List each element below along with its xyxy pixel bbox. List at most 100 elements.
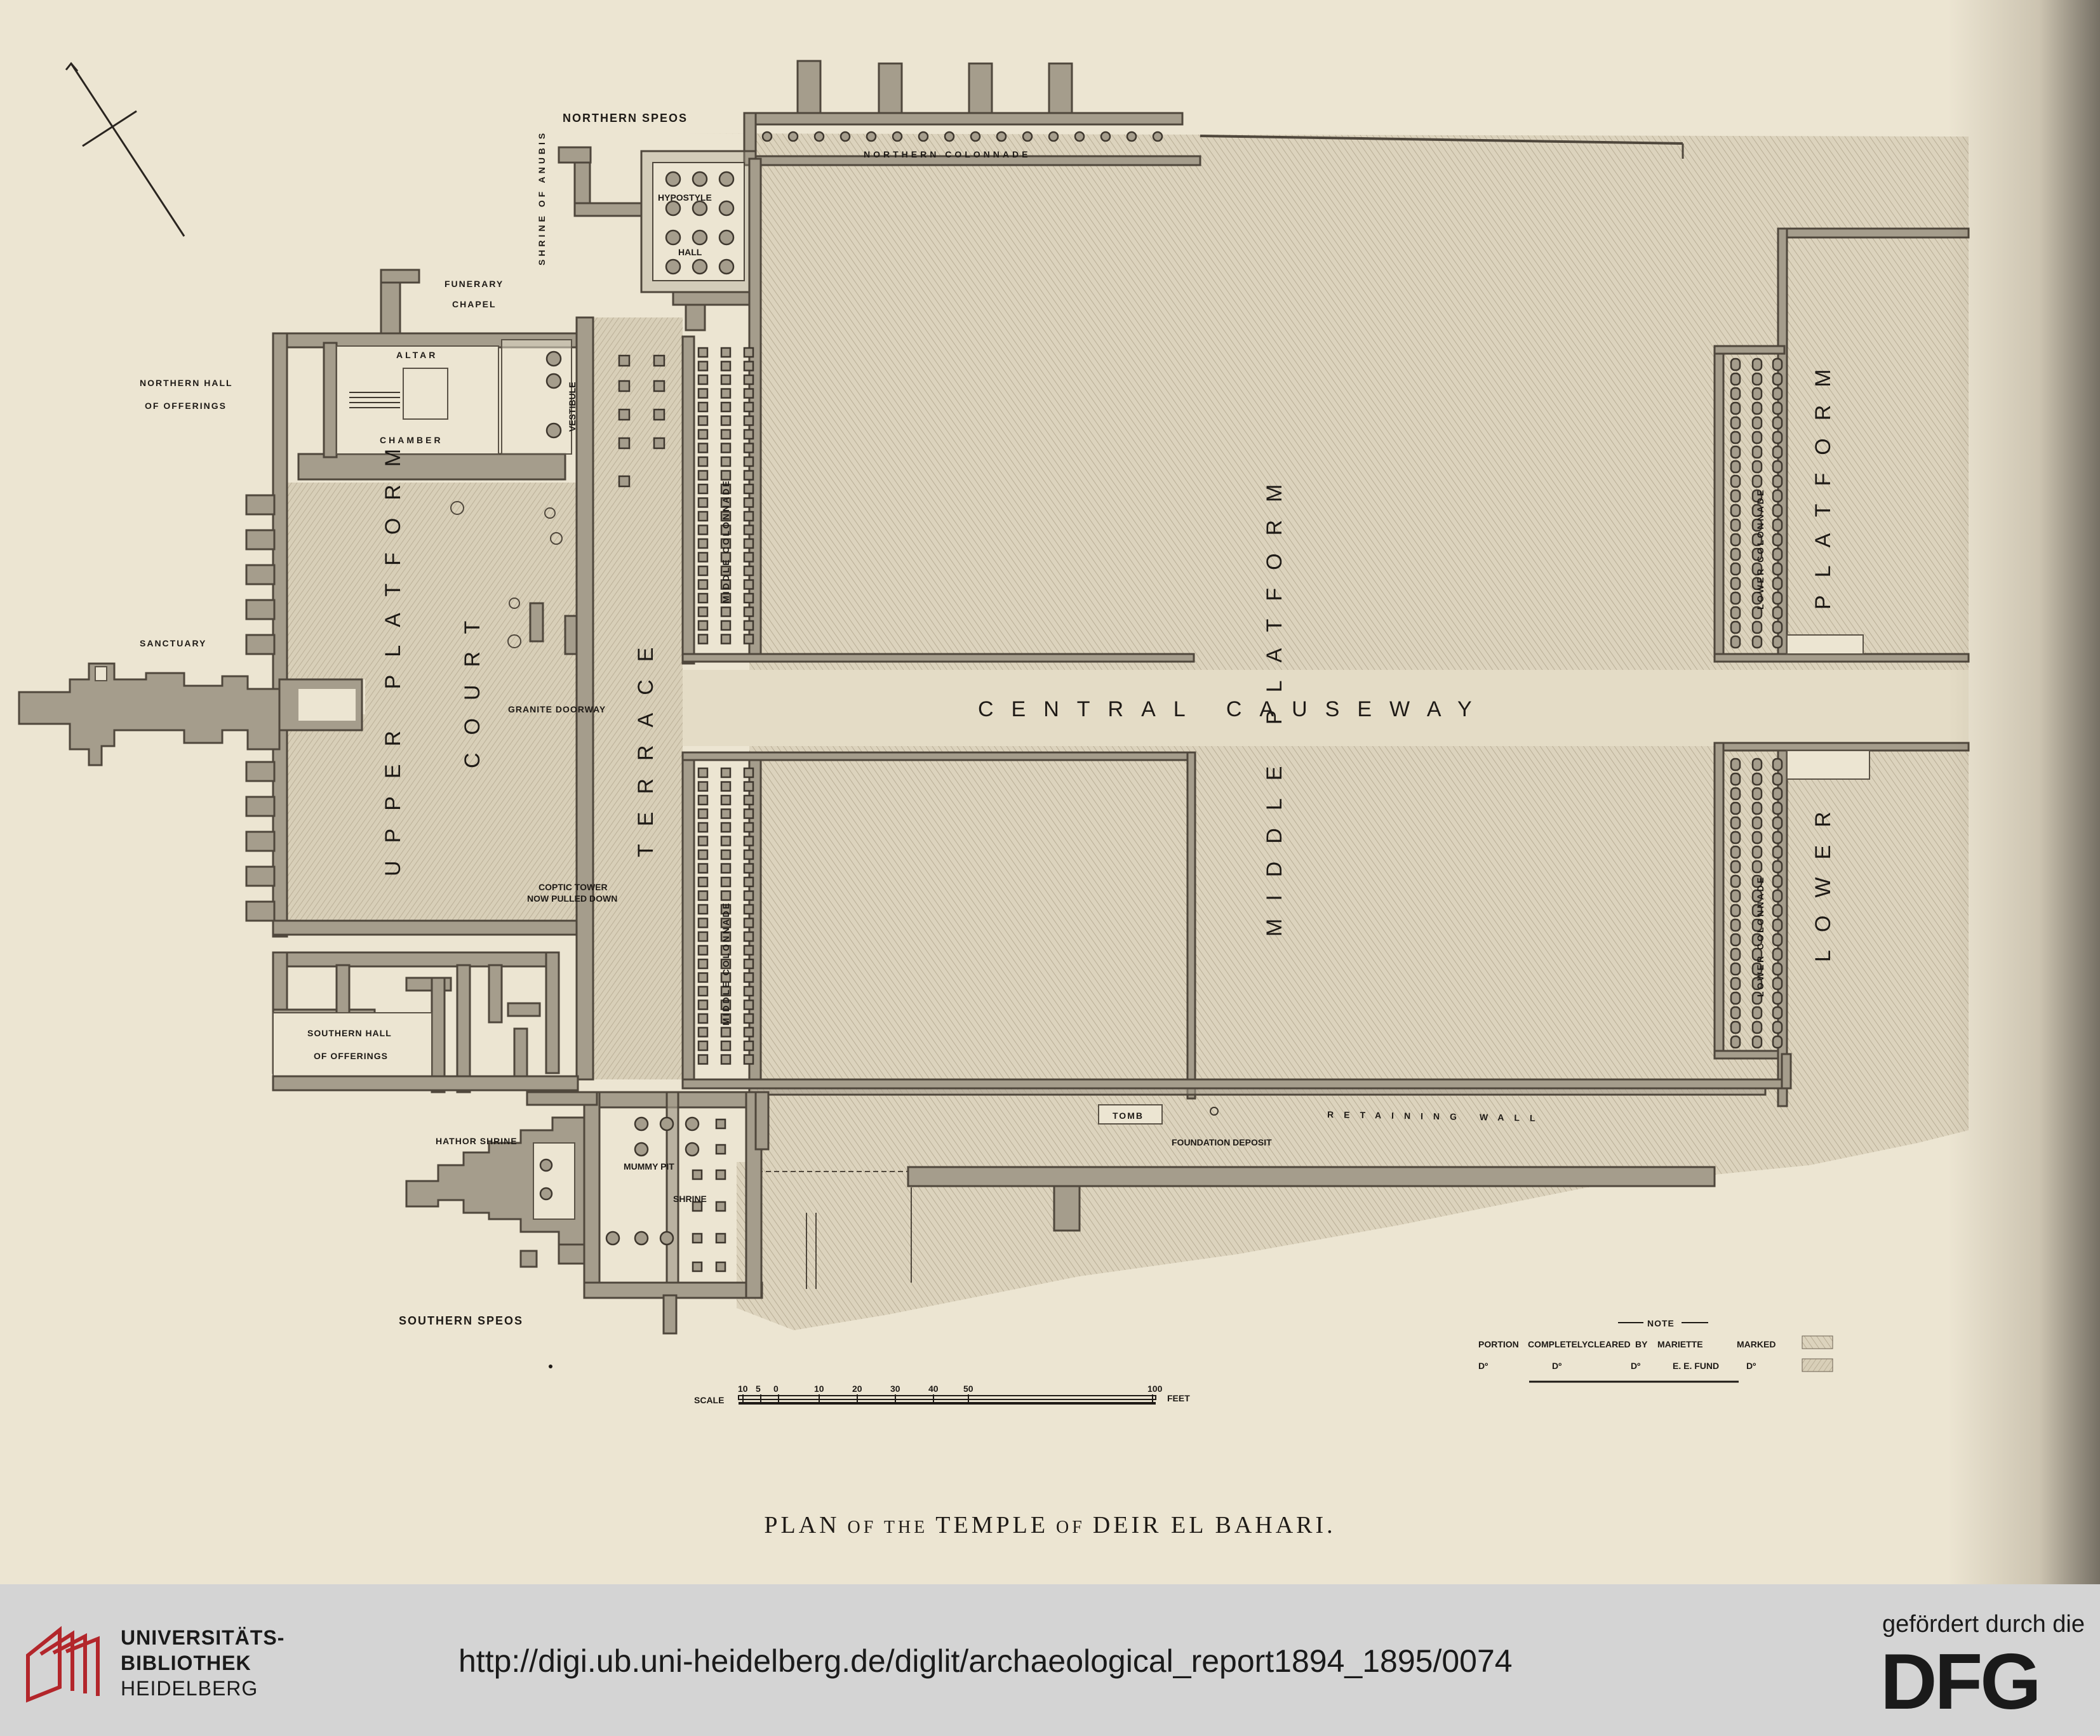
- pier: [743, 470, 754, 481]
- pier: [697, 876, 709, 888]
- pier: [1751, 874, 1763, 888]
- pier: [1751, 1006, 1763, 1020]
- pier: [720, 904, 732, 915]
- legend-row2-word0: Dº: [1478, 1361, 1488, 1371]
- pier: [653, 408, 665, 421]
- column: [1152, 131, 1163, 142]
- legend-row1-word5: MARKED: [1737, 1339, 1776, 1349]
- dfg-logo-icon: DFG: [1880, 1645, 2042, 1715]
- pier: [743, 767, 754, 778]
- pier: [1751, 372, 1763, 386]
- pier: [743, 999, 754, 1010]
- pier: [1772, 860, 1783, 874]
- pier: [1772, 1020, 1783, 1034]
- pier: [697, 429, 709, 440]
- pier: [1772, 1006, 1783, 1020]
- label-northern-colonnade: NORTHERN COLONNADE: [864, 149, 1031, 159]
- pier: [1751, 401, 1763, 415]
- label-middle-platform: MIDDLE PLATFORM: [1262, 466, 1287, 937]
- pier: [1751, 562, 1763, 576]
- pier: [720, 538, 732, 549]
- pier: [715, 1118, 726, 1130]
- pier: [1772, 874, 1783, 888]
- pier: [1751, 387, 1763, 401]
- pier: [1730, 816, 1741, 830]
- pier: [715, 1232, 726, 1244]
- label-chamber: CHAMBER: [380, 435, 443, 445]
- pier: [743, 401, 754, 413]
- legend-row2-word1: Dº: [1552, 1361, 1562, 1371]
- pier: [720, 443, 732, 453]
- pier: [720, 1040, 732, 1052]
- scale-tick-label: 30: [890, 1384, 900, 1394]
- pier: [1772, 801, 1783, 815]
- pier: [720, 972, 732, 983]
- label-central-causeway: CENTRAL CAUSEWAY: [978, 697, 1490, 721]
- pier: [743, 374, 754, 385]
- pier: [1730, 962, 1741, 976]
- pier: [1772, 431, 1783, 444]
- pier: [743, 958, 754, 970]
- pier: [1730, 474, 1741, 488]
- column: [813, 131, 825, 142]
- pier: [1751, 787, 1763, 801]
- pier: [1772, 518, 1783, 532]
- column: [659, 1116, 674, 1132]
- pier: [653, 437, 665, 450]
- middle-colonnade-north: [681, 157, 1195, 665]
- source-url-link[interactable]: http://digi.ub.uni-heidelberg.de/diglit/…: [458, 1643, 1513, 1679]
- pier: [1772, 889, 1783, 903]
- pier: [720, 1013, 732, 1024]
- upper-platform-walls: [272, 269, 594, 1081]
- pier: [743, 456, 754, 467]
- pier: [743, 945, 754, 956]
- pier: [1730, 801, 1741, 815]
- pier: [743, 890, 754, 901]
- pier: [653, 354, 665, 367]
- pier: [720, 931, 732, 942]
- pier: [1730, 504, 1741, 517]
- dfg-logo-text: DFG: [1880, 1645, 2039, 1715]
- pier: [1730, 372, 1741, 386]
- label-hall: HALL: [678, 247, 702, 257]
- pier: [697, 606, 709, 617]
- institution-line2: BIBLIOTHEK: [121, 1652, 251, 1674]
- pier: [697, 849, 709, 860]
- label-of-offerings-south: OF OFFERINGS: [314, 1051, 388, 1061]
- pier: [697, 524, 709, 535]
- central-causeway-band: [683, 670, 1969, 746]
- pier: [697, 863, 709, 874]
- pier: [618, 475, 631, 488]
- pier: [743, 497, 754, 508]
- institution-name: UNIVERSITÄTS- BIBLIOTHEK HEIDELBERG: [121, 1625, 284, 1701]
- label-chapel: CHAPEL: [452, 299, 497, 309]
- pier: [1730, 387, 1741, 401]
- legend-row1-word2: CLEARED: [1588, 1339, 1631, 1349]
- pier: [697, 822, 709, 833]
- pier: [1751, 1035, 1763, 1049]
- pier: [1772, 606, 1783, 620]
- legend-row1-word1: COMPLETELY: [1528, 1339, 1588, 1349]
- pier: [743, 347, 754, 358]
- pier: [715, 1261, 726, 1272]
- pier: [1772, 977, 1783, 991]
- pier: [720, 592, 732, 604]
- niche: [245, 564, 276, 585]
- legend-heading: NOTE: [1647, 1318, 1675, 1328]
- pier: [720, 767, 732, 778]
- legend-swatch-mariette: [1802, 1335, 1833, 1349]
- pier: [1772, 947, 1783, 961]
- pier: [743, 822, 754, 833]
- pier: [1751, 577, 1763, 591]
- pier: [720, 822, 732, 833]
- pier: [1730, 991, 1741, 1005]
- pier: [1730, 918, 1741, 932]
- pier: [1772, 918, 1783, 932]
- southern-halls: [272, 951, 579, 1093]
- plan-sheet: NORTHERN SPEOS NORTHERN COLONNADE SHRINE…: [0, 0, 2100, 1584]
- pier: [1730, 620, 1741, 634]
- pier: [743, 429, 754, 440]
- column: [634, 1231, 649, 1246]
- pier: [1751, 889, 1763, 903]
- pier: [697, 1013, 709, 1024]
